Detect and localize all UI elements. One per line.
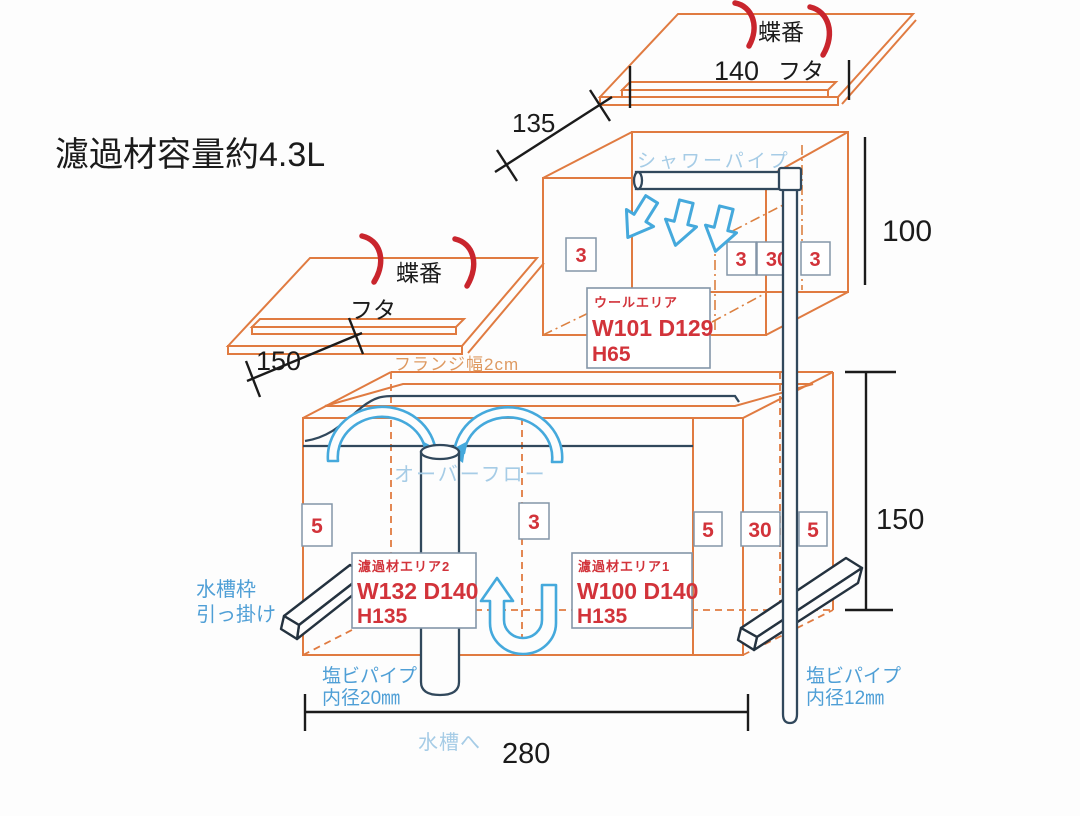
area-name: 濾過材エリア1 bbox=[578, 559, 670, 574]
area-h: H135 bbox=[357, 605, 408, 628]
shower-pipe bbox=[632, 166, 803, 192]
area-h: H65 bbox=[592, 343, 631, 366]
hook-label-line2: 引っ掛け bbox=[196, 603, 276, 626]
middle-lid: 蝶番 フタ 150 bbox=[225, 233, 545, 398]
gap-value: 3 bbox=[735, 249, 746, 271]
wool-area-label: ウールエリア W101 D129 H65 bbox=[586, 287, 713, 369]
hinge-icon bbox=[732, 0, 757, 49]
top-lid-hinge-label: 蝶番 bbox=[758, 19, 804, 45]
media-area1-label: 濾過材エリア1 W100 D140 H135 bbox=[571, 552, 698, 629]
area-wd: W132 D140 bbox=[357, 578, 478, 604]
pvc20-label-line1: 塩ビパイプ bbox=[322, 665, 417, 687]
top-lid-dim: 140 bbox=[714, 56, 759, 86]
hook-label-line1: 水槽枠 bbox=[196, 578, 256, 601]
wall-thickness-labels: 5 3 5 30 5 bbox=[301, 502, 828, 547]
overflow-arrow bbox=[452, 406, 564, 464]
shower-pipe-label: シャワーパイプ bbox=[637, 150, 791, 172]
area-wd: W101 D129 bbox=[592, 315, 713, 341]
flange-width-label: フランジ幅2cm bbox=[394, 355, 519, 374]
wall-value: 5 bbox=[311, 515, 323, 538]
return-pipe-12mm bbox=[781, 168, 799, 725]
height-dim-value: 150 bbox=[876, 504, 924, 536]
wall-value: 30 bbox=[748, 519, 771, 542]
page-title: 濾過材容量約4.3L bbox=[55, 136, 325, 174]
wall-value: 5 bbox=[807, 519, 819, 542]
upper-height-dim: 100 bbox=[882, 215, 932, 248]
flange-rim bbox=[324, 383, 814, 407]
offset-dim: 135 bbox=[512, 108, 555, 138]
inlet-hose bbox=[304, 394, 740, 443]
wall-value: 3 bbox=[528, 511, 540, 534]
hinge-icon bbox=[359, 233, 384, 285]
pvc12-label-line1: 塩ビパイプ bbox=[806, 665, 901, 687]
tank-frame-hook-right bbox=[736, 556, 864, 652]
overflow-label: オーバーフロー bbox=[394, 464, 547, 486]
area-name: ウールエリア bbox=[594, 295, 678, 310]
area-name: 濾過材エリア2 bbox=[358, 559, 450, 574]
spray-arrows bbox=[624, 194, 739, 253]
gap-value: 3 bbox=[809, 249, 820, 271]
hinge-icon bbox=[452, 236, 477, 289]
width-dim-280: 280 bbox=[303, 694, 750, 770]
height-dim-150: 150 bbox=[845, 370, 924, 612]
middle-lid-label: フタ bbox=[350, 297, 396, 323]
pvc12-label-line2: 内径12㎜ bbox=[806, 687, 884, 709]
area-wd: W100 D140 bbox=[577, 578, 698, 604]
down-arrow-icon bbox=[703, 204, 739, 253]
down-arrow-icon bbox=[663, 198, 699, 247]
hinge-icon bbox=[807, 4, 833, 58]
to-tank-label: 水槽へ bbox=[418, 731, 481, 754]
overflow-arrow bbox=[326, 405, 438, 463]
middle-lid-dim: 150 bbox=[256, 346, 301, 376]
area-h: H135 bbox=[577, 605, 628, 628]
pvc20-label-line2: 内径20㎜ bbox=[322, 687, 400, 709]
down-arrow-icon bbox=[624, 194, 660, 240]
wall-value: 5 bbox=[702, 519, 714, 542]
top-lid: 蝶番 フタ 140 135 bbox=[494, 0, 917, 182]
middle-lid-hinge-label: 蝶番 bbox=[396, 260, 442, 286]
width-dim-value: 280 bbox=[502, 738, 550, 770]
media-area2-label: 濾過材エリア2 W132 D140 H135 bbox=[351, 552, 478, 629]
top-lid-label: フタ bbox=[778, 58, 824, 84]
gap-value: 3 bbox=[575, 245, 586, 267]
uturn-flow-arrow bbox=[479, 576, 558, 656]
